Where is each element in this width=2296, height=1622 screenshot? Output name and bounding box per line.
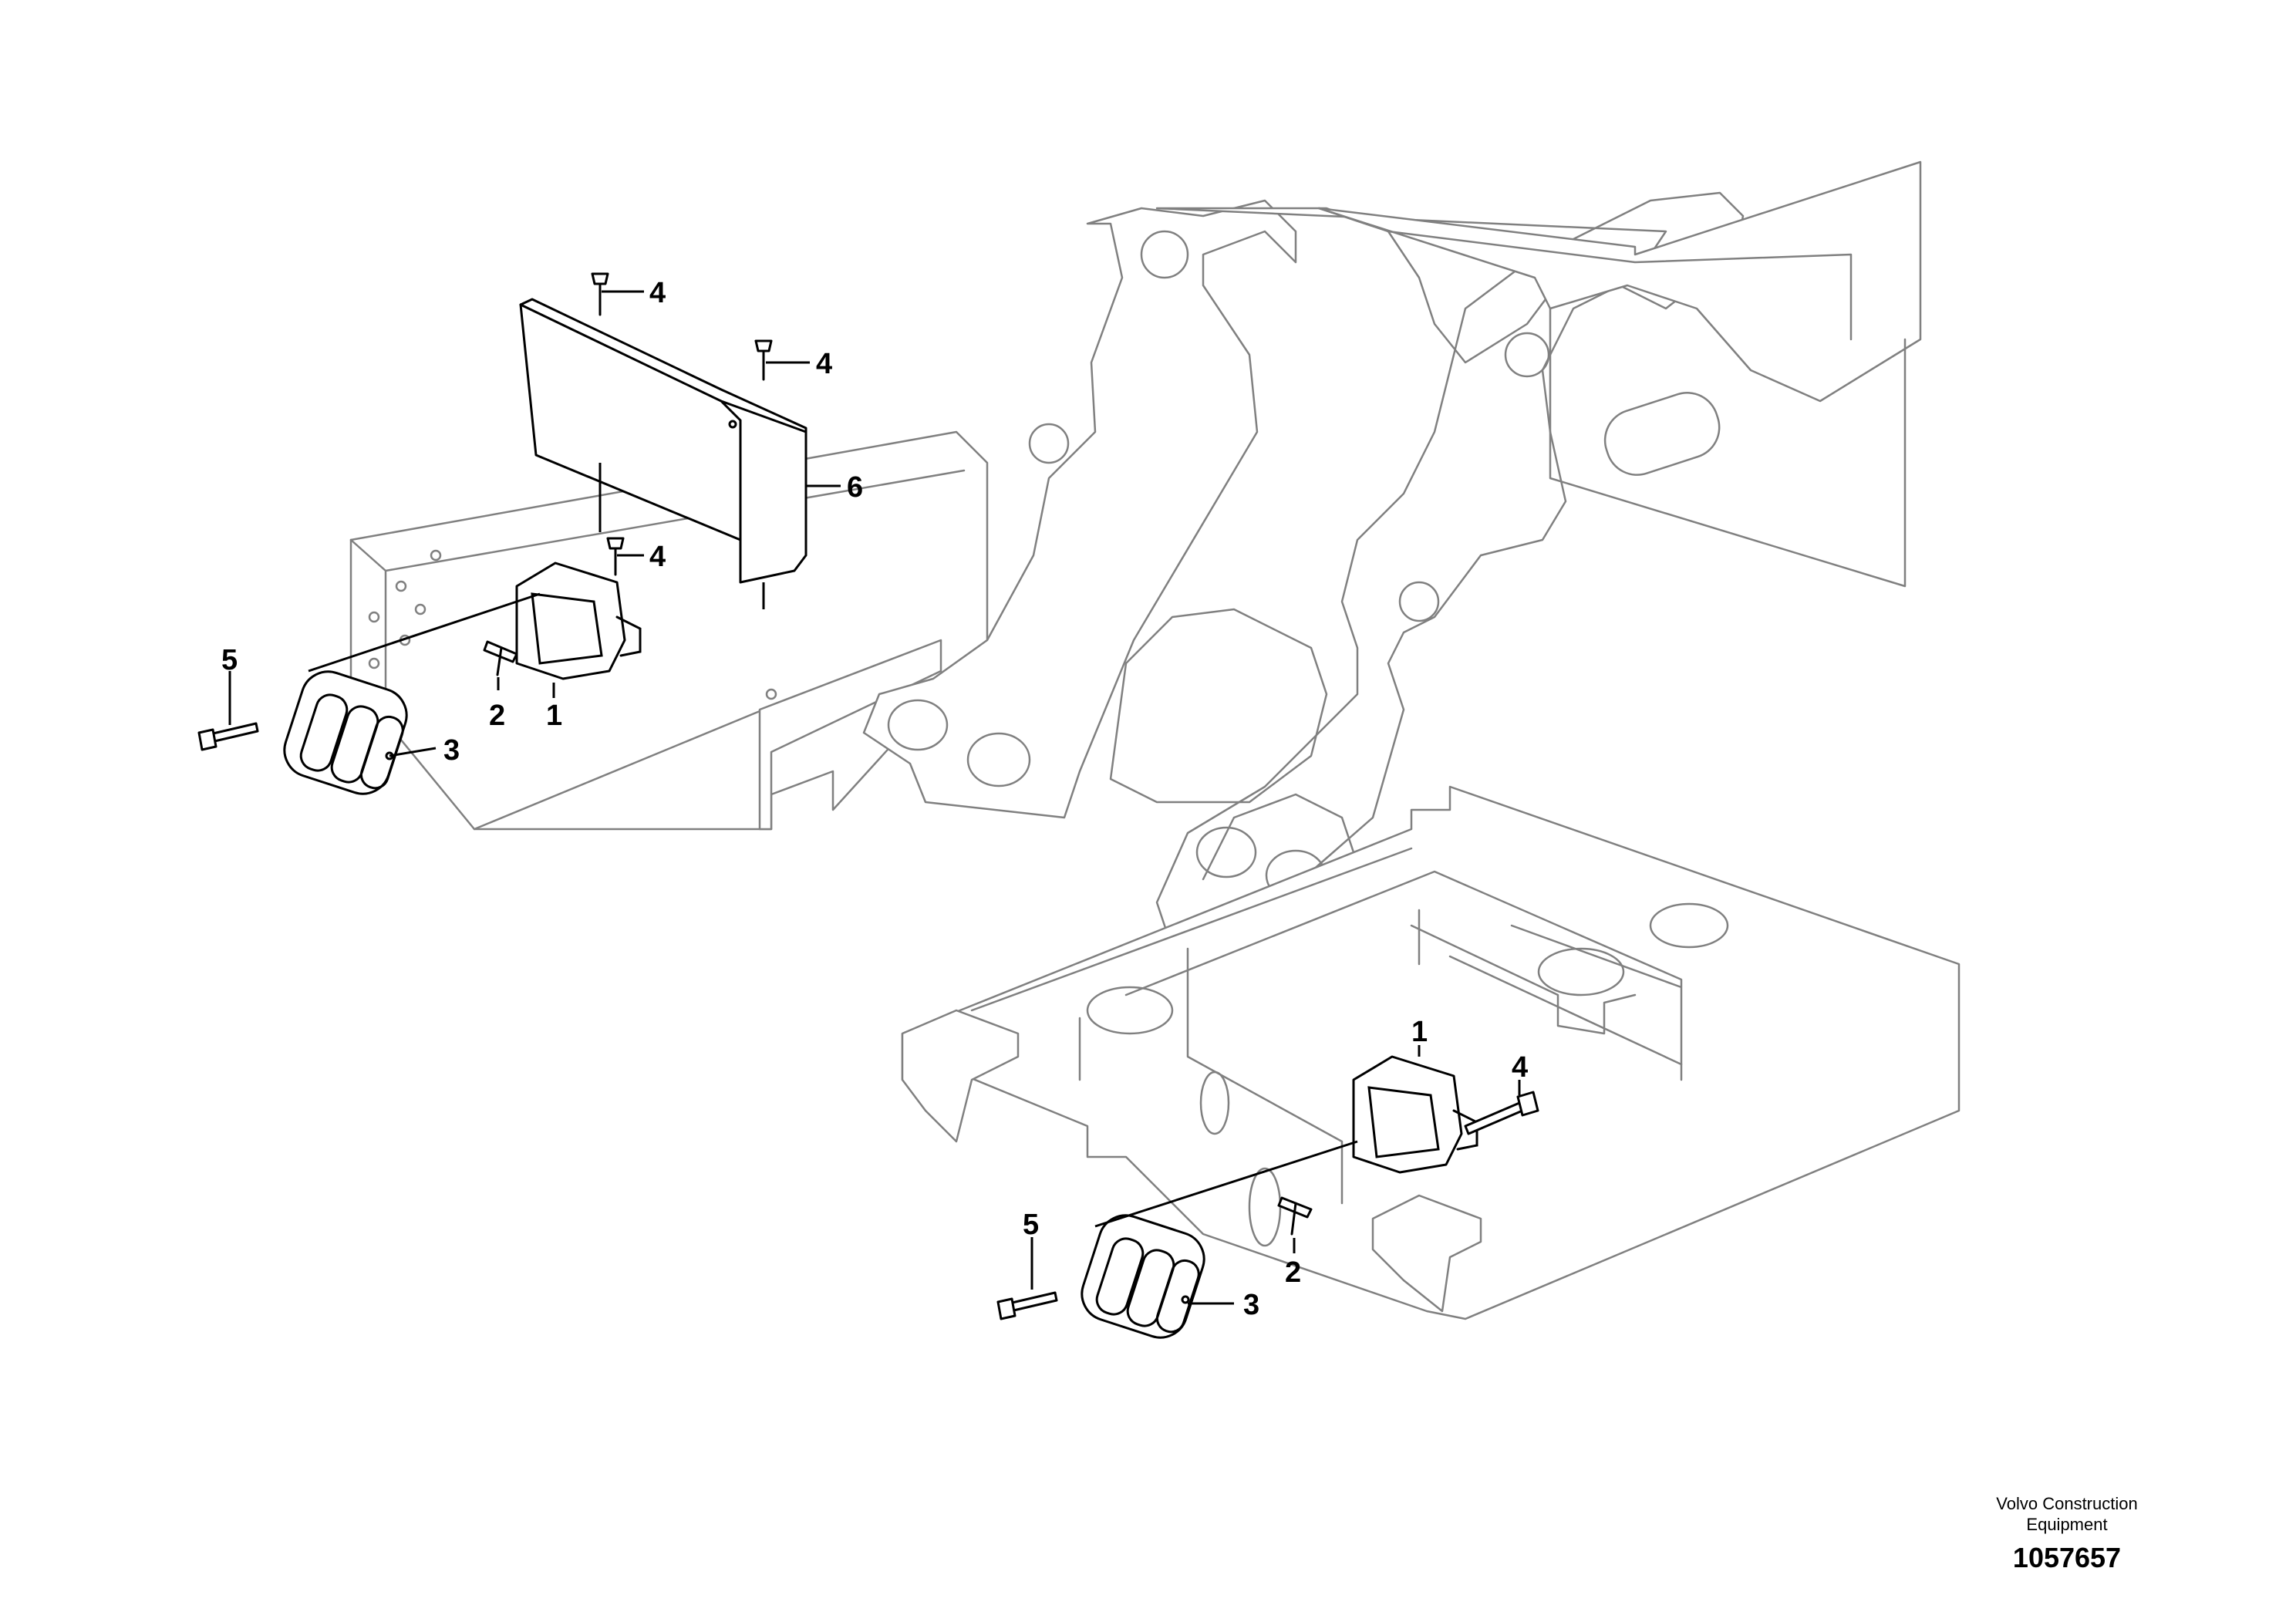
lamp-bracket-left	[515, 561, 626, 680]
callout-bolt-mid: 4	[649, 541, 666, 573]
callout-bracket-right: 1	[1411, 1016, 1428, 1048]
callout-labels: 4 4 6 4 1 2 3 5 1 4 2 3 5	[221, 277, 1528, 1321]
chassis-inner-frame	[1410, 924, 1683, 1066]
callout-bolt-left: 5	[221, 644, 238, 676]
callout-lamp-left: 3	[443, 734, 460, 767]
bolt-mid	[606, 537, 625, 576]
upper-frame-structure	[349, 160, 1961, 1320]
left-lamp-assembly	[197, 272, 807, 795]
callout-bolt-top-a: 4	[649, 277, 666, 309]
lamp-bracket-left-face	[531, 592, 642, 665]
boom-foot-bore-3	[1195, 826, 1257, 878]
boom-pin-hole-d	[1398, 581, 1440, 622]
right-lamp-assembly	[996, 1055, 1539, 1339]
bolt-top-b	[754, 339, 773, 381]
lamp-bracket-right	[1352, 1055, 1463, 1174]
assembly-axis-left	[308, 463, 765, 673]
screw-left	[483, 640, 518, 676]
manufacturer-name-line1: Volvo Construction	[1996, 1494, 2137, 1513]
work-lamp-left	[283, 670, 408, 795]
manufacturer-name-line2: Equipment	[2026, 1515, 2107, 1534]
boom-pin-hole-b	[1028, 423, 1070, 464]
chassis-hole-2	[1537, 947, 1625, 996]
assembly-axis-right	[1094, 1140, 1358, 1228]
chassis-left-bracket	[901, 1009, 1020, 1143]
callout-guard: 6	[847, 471, 863, 504]
callout-screw-right: 2	[1285, 1256, 1301, 1289]
left-beam-endplate	[758, 639, 942, 831]
upper-platform	[1317, 160, 1922, 403]
guard-mount-hole	[728, 420, 737, 429]
boom-foot-bore-2	[966, 732, 1031, 787]
drawing-number: 1057657	[2013, 1542, 2121, 1573]
lamp-guard-plate	[519, 298, 807, 584]
boom-foot-lower-web	[1202, 793, 1359, 881]
left-frame-beam	[349, 430, 989, 831]
left-beam-edge	[349, 469, 966, 831]
bolt-lower	[996, 1291, 1058, 1320]
boom-pin-hole-a	[1140, 230, 1189, 279]
platform-side	[1549, 307, 1907, 588]
upper-platform-edge	[1317, 207, 1853, 341]
boom-pin-hole-c	[1504, 332, 1550, 378]
chassis-right-bracket	[1371, 1194, 1482, 1313]
bolt-left	[197, 722, 259, 751]
callout-bolt-lower: 5	[1023, 1209, 1039, 1241]
chassis-slot-1	[1199, 1071, 1230, 1135]
chassis-hole-1	[1086, 986, 1174, 1035]
callout-bolt-top-b: 4	[816, 348, 832, 380]
callout-lamp-right: 3	[1243, 1289, 1259, 1321]
callout-leaders	[228, 290, 1521, 1305]
boom-foot-plate-rear	[862, 199, 1297, 819]
work-lamp-right	[1081, 1214, 1205, 1339]
chassis-top-edges	[970, 847, 1683, 1205]
lamp-guard-fold	[519, 303, 807, 541]
boom-foot-centre-web	[1109, 608, 1328, 804]
bolt-top-a	[591, 272, 609, 316]
callout-bracket-left: 1	[546, 700, 562, 732]
chassis-hole-3	[1649, 902, 1729, 949]
boom-foot-bore-1	[887, 699, 949, 751]
platform-slot	[1603, 392, 1721, 476]
callout-bolt-right: 4	[1512, 1051, 1528, 1084]
lamp-bracket-right-face	[1367, 1086, 1478, 1158]
bolt-right	[1464, 1091, 1539, 1135]
title-block: Volvo Construction Equipment 1057657	[1996, 1494, 2137, 1573]
callout-screw-left: 2	[489, 700, 505, 732]
screw-right	[1277, 1196, 1313, 1236]
